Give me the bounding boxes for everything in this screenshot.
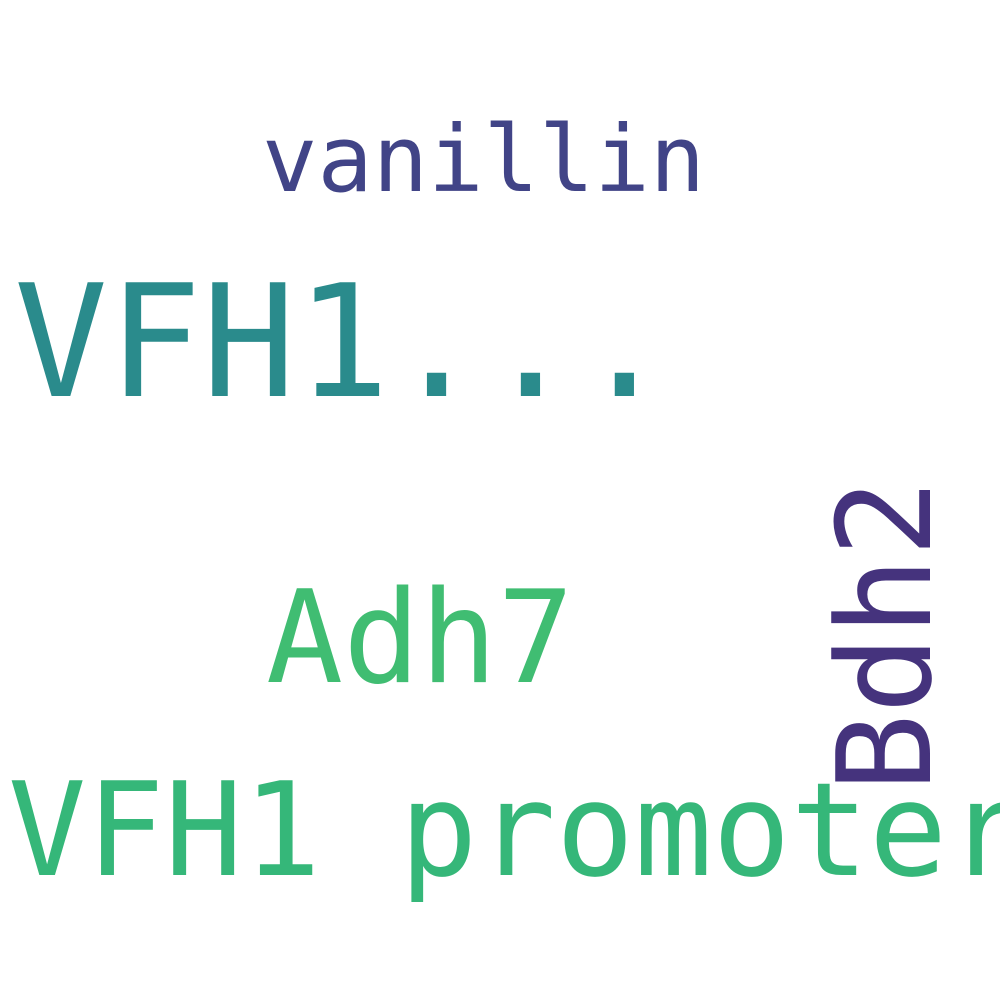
word-adh7: Adh7	[266, 564, 575, 713]
word-vfh1-ellipsis: VFH1...	[14, 251, 672, 433]
word-vfh1-promoter: VFH1 promoter	[8, 754, 1000, 906]
word-vanillin: vanillin	[262, 106, 706, 213]
word-bdh2: Bdh2	[809, 478, 961, 792]
